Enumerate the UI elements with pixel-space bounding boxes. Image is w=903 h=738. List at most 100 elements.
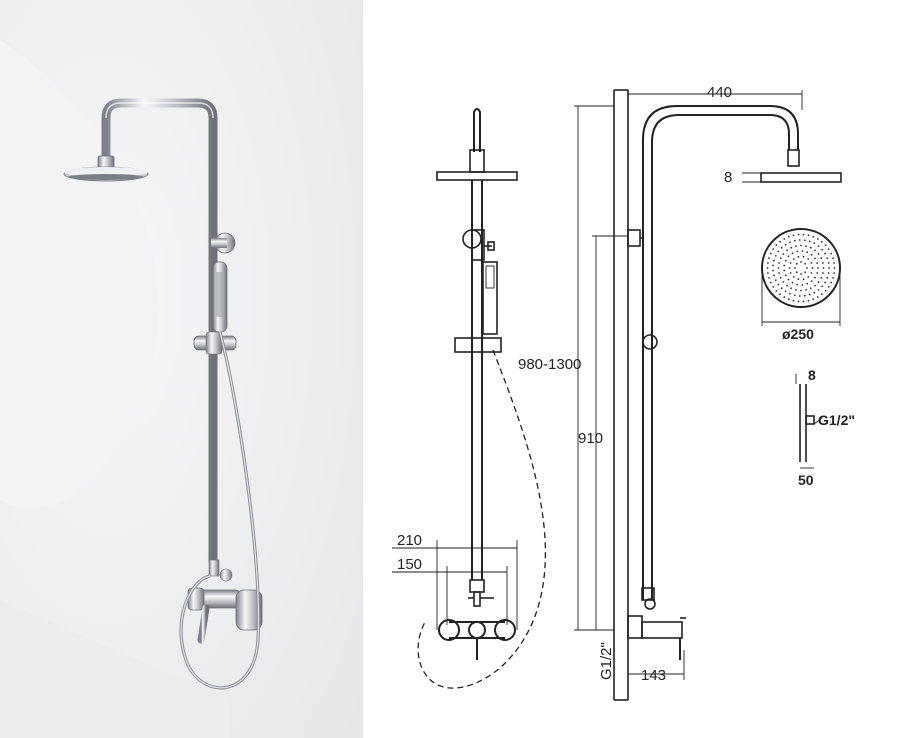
front-view: 210 150 (392, 108, 547, 689)
nozzle-dot (780, 246, 783, 249)
nozzle-dot (786, 284, 788, 287)
nozzle-dot (817, 281, 820, 283)
nozzle-dot (793, 239, 796, 242)
nozzle-dot (800, 244, 802, 247)
dim-rail-height: 910 (578, 430, 603, 447)
nozzle-dot (827, 272, 830, 274)
nozzle-dot (824, 281, 826, 284)
nozzle-dot (800, 289, 802, 292)
nozzle-dot (822, 262, 824, 264)
nozzle-dot (795, 271, 798, 274)
nozzle-dot (788, 267, 791, 269)
nozzle-dot (792, 299, 795, 302)
nozzle-dot (777, 267, 780, 269)
nozzle-dot (820, 276, 823, 279)
dim-mixer-depth: 143 (641, 667, 666, 684)
nozzle-dot (809, 287, 812, 290)
nozzle-dot (767, 262, 769, 264)
nozzle-dot (808, 293, 811, 296)
nozzle-dot (769, 281, 772, 284)
nozzle-dot (787, 278, 790, 281)
nozzle-dot (817, 267, 819, 269)
nozzle-dot (772, 286, 775, 288)
nozzle-dot (792, 258, 795, 260)
nozzle-dot (783, 238, 786, 240)
nozzle-dot (789, 292, 791, 295)
dim-detail-depth: 50 (798, 472, 814, 488)
nozzle-dot (797, 233, 800, 236)
nozzle-dot (827, 248, 830, 251)
nozzle-dot (808, 240, 811, 243)
nozzle-dot (812, 298, 815, 301)
nozzle-dot (814, 284, 816, 287)
nozzle-dot (833, 267, 836, 269)
nozzle-dot (816, 238, 819, 240)
nozzle-dot (827, 262, 830, 264)
nozzle-dot (773, 259, 775, 262)
nozzle-dot (807, 299, 810, 302)
nozzle-dot (797, 278, 800, 281)
nozzle-dot (768, 277, 770, 279)
nozzle-dot (795, 289, 797, 291)
dim-mixer-inner-span: 150 (397, 556, 422, 573)
nozzle-dot (804, 271, 807, 274)
nozzle-dot (816, 272, 819, 274)
nozzle-dot (766, 267, 769, 269)
nozzle-dot (802, 278, 805, 281)
nozzle-dot (824, 252, 826, 255)
nozzle-dot (778, 272, 780, 274)
nozzle-dot (814, 249, 816, 252)
nozzle-dot (780, 287, 783, 290)
nozzle-dot (797, 300, 800, 303)
nozzle-dot (787, 235, 790, 238)
nozzle-dot (791, 252, 794, 255)
nozzle-dot (795, 262, 798, 265)
nozzle-dot (779, 257, 782, 260)
dim-detail-thread: G1/2" (818, 412, 855, 428)
nozzle-dot (828, 267, 830, 269)
nozzle-dot (802, 300, 805, 303)
nozzle-dot (833, 272, 835, 274)
nozzle-dot (801, 250, 804, 252)
nozzle-dot (810, 272, 813, 274)
nozzle-dot (793, 294, 796, 297)
nozzle-dot (767, 272, 769, 274)
nozzle-dot (790, 287, 793, 290)
nozzle-dot (822, 267, 825, 269)
nozzle-dot (796, 250, 799, 253)
nozzle-dot (830, 252, 833, 255)
nozzle-dot (814, 257, 816, 260)
nozzle-dot (832, 257, 834, 259)
nozzle-dot (806, 251, 809, 254)
nozzle-dot (832, 277, 834, 279)
nozzle-dot (806, 282, 809, 285)
nozzle-dot (794, 267, 796, 269)
nozzle-dot (792, 276, 795, 278)
nozzle-dot (813, 291, 816, 294)
nozzle-dot (805, 289, 807, 291)
dim-height-range: 980-1300 (518, 356, 581, 373)
nozzle-dot (789, 241, 791, 244)
nozzle-dot (798, 295, 801, 297)
nozzle-dot (810, 253, 813, 256)
nozzle-dot (783, 264, 786, 267)
nozzle-dot (824, 289, 827, 292)
nozzle-dot (804, 262, 807, 265)
nozzle-dot (801, 284, 804, 286)
nozzle-dot (807, 258, 810, 260)
nozzle-dot (811, 267, 814, 269)
nozzle-dot (803, 239, 806, 242)
nozzle-dot (797, 255, 800, 258)
nozzle-dot (813, 242, 816, 245)
nozzle-dot (772, 269, 774, 272)
nozzle-dot (830, 281, 833, 284)
nozzle-dot (826, 257, 829, 260)
nozzle-dot (783, 296, 786, 298)
nozzle-dot (817, 245, 820, 248)
nozzle-dot (789, 272, 792, 274)
dim-head-thickness: 8 (724, 169, 732, 186)
nozzle-dot (775, 244, 778, 247)
nozzle-dot (787, 298, 790, 301)
nozzle-dot (773, 274, 775, 277)
nozzle-dot (809, 246, 812, 249)
